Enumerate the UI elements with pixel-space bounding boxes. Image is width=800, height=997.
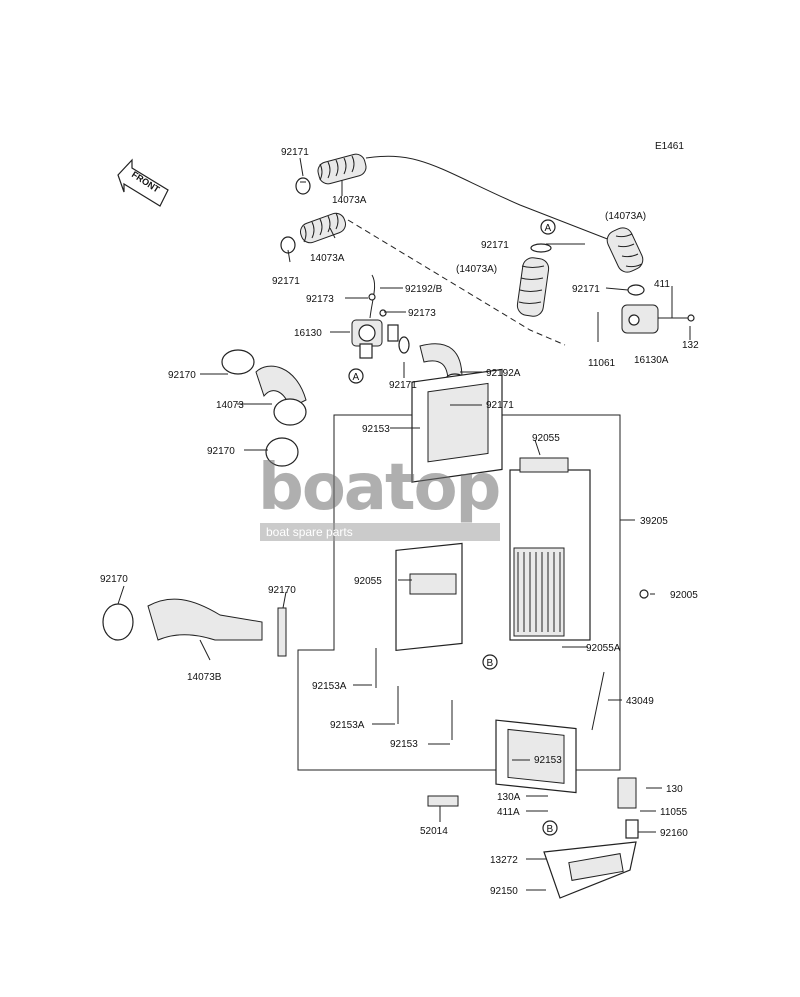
- part-label: 92055: [532, 433, 560, 444]
- valve-16130a: [597, 284, 695, 342]
- diagram-code: E1461: [655, 141, 684, 152]
- part-label: 92170: [207, 446, 235, 457]
- svg-text:A: A: [353, 372, 360, 383]
- part-label: 92192/B: [405, 284, 443, 295]
- part-label: 16130A: [634, 355, 669, 366]
- part-labels: 92171 14073A (14073A) 92171 14073A 92171…: [100, 147, 699, 897]
- plate-13272: [543, 841, 637, 899]
- part-label: 92170: [100, 574, 128, 585]
- hose-14073a-top: [295, 153, 611, 241]
- svg-text:B: B: [487, 658, 494, 669]
- part-label: 39205: [640, 516, 668, 527]
- bracket-11055: [617, 777, 639, 839]
- front-arrow-icon: FRONT: [117, 158, 169, 207]
- housing-outline: [297, 414, 621, 771]
- part-label: 14073A: [310, 253, 345, 264]
- part-label: 92171: [389, 380, 417, 391]
- valve-16130: [351, 274, 410, 359]
- bolts: [375, 589, 649, 740]
- callout-b-2: B: [542, 820, 558, 836]
- callout-b-1: B: [482, 654, 498, 670]
- part-label: 92192A: [486, 368, 521, 379]
- part-label: 132: [682, 340, 699, 351]
- watermark-tagline: boat spare parts: [260, 523, 500, 541]
- part-label: 11061: [588, 358, 616, 369]
- part-label: 52014: [420, 826, 448, 837]
- part-label: 92160: [660, 828, 688, 839]
- part-label: 92171: [572, 284, 600, 295]
- part-label: 92173: [306, 294, 334, 305]
- part-label: 16130: [294, 328, 322, 339]
- sensor-52014: [427, 795, 459, 807]
- part-label: 92171: [481, 240, 509, 251]
- part-label: 92153: [362, 424, 390, 435]
- part-label: 14073: [216, 400, 244, 411]
- part-label: 92173: [408, 308, 436, 319]
- hose-14073b: [102, 598, 287, 657]
- callout-a-1: A: [540, 219, 556, 235]
- part-label: 92055: [354, 576, 382, 587]
- callout-a-2: A: [348, 368, 364, 384]
- part-label: 130A: [497, 792, 521, 803]
- hose-14073a-right: [606, 227, 644, 273]
- part-label: 92170: [268, 585, 296, 596]
- housing-92055a: [495, 671, 605, 794]
- part-label: 14073A: [332, 195, 367, 206]
- leader-lines: [117, 157, 691, 891]
- hose-14073a-second: [280, 212, 566, 346]
- hose-14073a-middle: [516, 243, 552, 317]
- svg-text:A: A: [545, 223, 552, 234]
- part-label: 92005: [670, 590, 698, 601]
- watermark-logo: boatop: [258, 451, 501, 525]
- part-label: 130: [666, 784, 683, 795]
- part-label: 92170: [168, 370, 196, 381]
- elbow-14073: [221, 349, 307, 467]
- plate-92055-lower: [395, 542, 463, 652]
- part-label: 14073B: [187, 672, 222, 683]
- part-label: 92171: [272, 276, 300, 287]
- part-label: 13272: [490, 855, 518, 866]
- part-label: (14073A): [605, 211, 646, 222]
- part-label: 92171: [281, 147, 309, 158]
- plate-92055-upper: [411, 368, 503, 483]
- svg-text:B: B: [547, 824, 554, 835]
- part-label: 411: [654, 279, 670, 290]
- part-label: 411A: [497, 807, 520, 818]
- part-label: 92171: [486, 400, 514, 411]
- part-label: 92055A: [586, 643, 621, 654]
- part-label: 11055: [660, 807, 688, 818]
- part-label: 92153: [534, 755, 562, 766]
- part-label: 92150: [490, 886, 518, 897]
- part-label: 92153: [390, 739, 418, 750]
- part-label: 43049: [626, 696, 654, 707]
- part-label: 92153A: [312, 681, 347, 692]
- part-label: 92153A: [330, 720, 365, 731]
- part-label: (14073A): [456, 264, 497, 275]
- intercooler-39205: [509, 457, 591, 641]
